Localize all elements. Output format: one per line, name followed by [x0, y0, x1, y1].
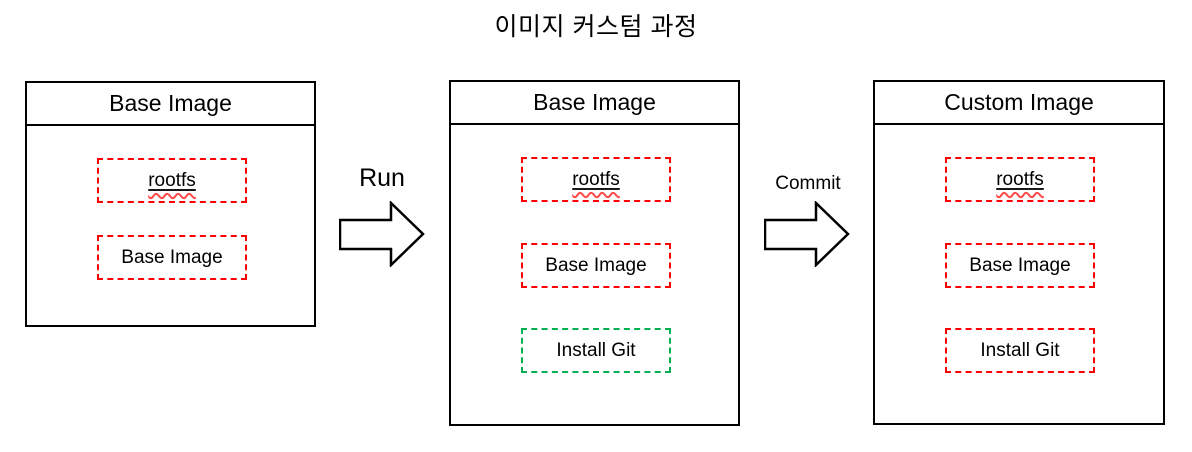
layer-label: rootfs	[996, 168, 1044, 190]
layer-base-image: Base Image	[97, 235, 247, 280]
layer-install-git: Install Git	[521, 328, 671, 373]
layer-rootfs: rootfs	[97, 158, 247, 203]
layer-label: rootfs	[572, 168, 620, 190]
layer-label: rootfs	[148, 169, 196, 191]
diagram-title: 이미지 커스텀 과정	[494, 13, 698, 41]
run-arrow-label: Run	[359, 164, 405, 192]
layer-label: Install Git	[556, 339, 636, 361]
spellcheck-squiggle: rootfs	[996, 169, 1044, 191]
stage-header: Custom Image	[875, 82, 1163, 125]
layer-rootfs: rootfs	[521, 157, 671, 202]
layer-label: Base Image	[545, 254, 647, 276]
layer-base-image: Base Image	[521, 243, 671, 288]
layer-label: Base Image	[121, 246, 223, 268]
stage-base-image-1: Base Image rootfs Base Image	[25, 81, 316, 327]
right-block-arrow-icon	[339, 201, 425, 267]
layer-label: Base Image	[969, 254, 1071, 276]
layer-label: Install Git	[980, 339, 1060, 361]
stage-base-image-2: Base Image rootfs Base Image Install Git	[449, 80, 740, 426]
stage-custom-image: Custom Image rootfs Base Image Install G…	[873, 80, 1165, 425]
spellcheck-squiggle: rootfs	[148, 170, 196, 192]
stage-header: Base Image	[451, 82, 738, 125]
layer-base-image: Base Image	[945, 243, 1095, 288]
layer-rootfs: rootfs	[945, 157, 1095, 202]
layer-install-git: Install Git	[945, 328, 1095, 373]
commit-arrow-label: Commit	[775, 173, 841, 194]
right-block-arrow-icon	[764, 201, 850, 267]
stage-header: Base Image	[27, 83, 314, 126]
spellcheck-squiggle: rootfs	[572, 169, 620, 191]
